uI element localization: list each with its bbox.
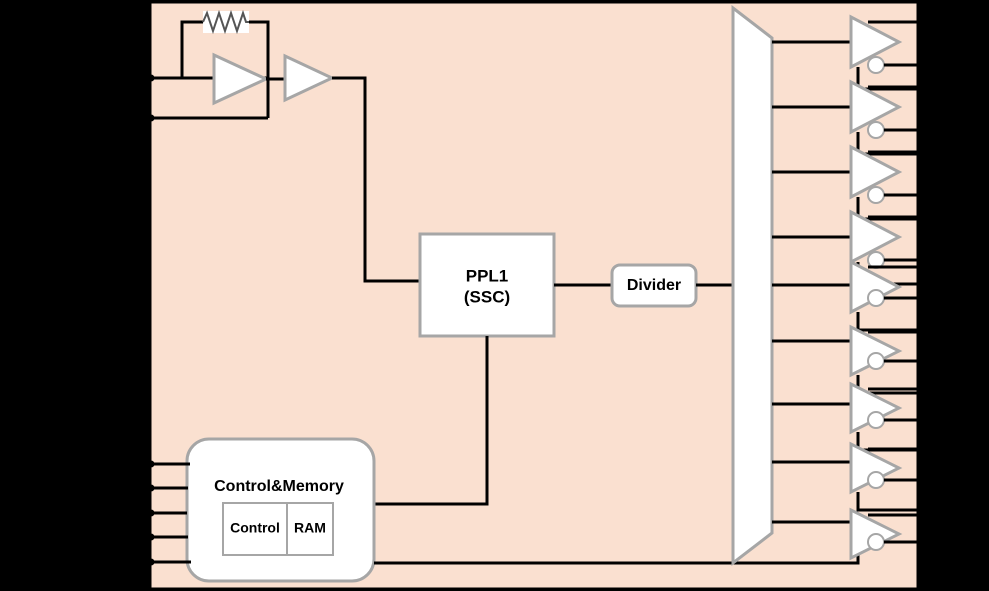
output-inverter-bubble [867,471,885,489]
control-pin-1-dot [147,460,155,468]
feedback-resistor-zigzag [202,9,249,35]
output-channel-8 [772,441,918,512]
xin-pin-dot [147,74,155,82]
oscillator-pin-dots [147,74,155,122]
oscillator-amplifier-triangle [212,52,270,106]
output-inverter-bubble [867,411,885,429]
ram-subblock-rect[interactable] [286,502,334,556]
output-inverter-bubble [867,121,885,139]
output-channel-2 [772,79,918,156]
output-buffer-triangle[interactable] [849,14,903,70]
ram-subblock-label: RAM [294,520,326,536]
oscillator-to-pll-wire [332,76,420,283]
feedback-right-wire [249,20,270,118]
output-inverter-bubble [867,186,885,204]
output-inverter-bubble [867,533,885,551]
output-distribution-mux[interactable] [731,4,774,567]
control-pin-4-dot [147,533,155,541]
output-channel-5 [772,259,918,332]
pll-block[interactable]: PPL1 (SSC) [418,232,556,338]
feedback-top-wire [180,20,203,78]
control-pin-2-dot [147,484,155,492]
oscillator-feedback-wires [180,20,270,118]
output-inverter-bubble [867,56,885,74]
oscillator-amplifier [212,52,270,106]
output-buffer-triangle[interactable] [849,209,903,265]
control-memory-block[interactable]: Control&Memory Control RAM [185,437,376,583]
feedback-resistor [202,9,249,35]
control-subblock-rect[interactable] [222,502,288,556]
pll-label-line2: (SSC) [464,287,510,306]
output-buffer-bank [772,14,918,561]
divider-block[interactable]: Divider [610,263,698,308]
control-memory-label: Control&Memory [214,478,344,495]
control-subblock-label: Control [230,520,280,536]
output-buffer-triangle[interactable] [849,144,903,200]
pll-label-line1: PPL1 [466,266,509,285]
control-pin-5-dot [147,558,155,566]
control-pin-3-dot [147,509,155,517]
output-channel-9 [772,507,918,561]
pll-to-control-wire [374,336,489,506]
output-channel-1 [772,14,918,91]
output-channel-6 [772,324,918,395]
xout-pin-dot [147,114,155,122]
control-input-pins [150,462,191,564]
oscillator-buffer [283,53,336,103]
output-buffer-triangle[interactable] [849,79,903,135]
oscillator-buffer-triangle [283,53,336,103]
output-inverter-bubble [867,289,885,307]
control-pin-dots [147,460,155,566]
divider-label: Divider [627,277,681,294]
buffer-enable-stub [856,492,918,512]
output-inverter-bubble [867,352,885,370]
